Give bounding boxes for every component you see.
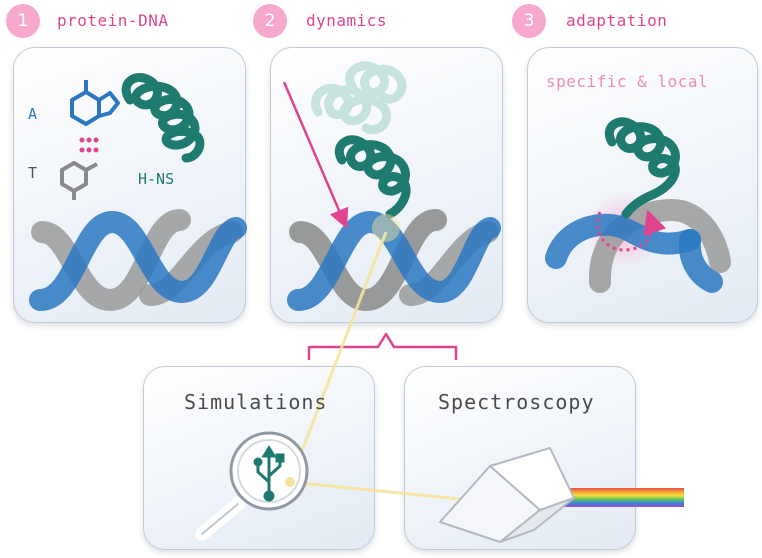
protein-coil-icon (121, 73, 205, 163)
adaptation-caption: specific & local (546, 72, 709, 91)
light-spot (285, 477, 295, 487)
dna-double-helix-icon-2 (287, 209, 501, 312)
step-1-label: protein-DNA (57, 11, 169, 30)
dna-bent-icon (545, 198, 731, 293)
protein-coil-icon-3 (605, 117, 680, 219)
step-3-badge: 3 (512, 4, 546, 38)
step-2-label: dynamics (306, 11, 388, 30)
rotation-arrow (596, 209, 667, 252)
base-t-label: T (28, 164, 38, 182)
binding-glow (372, 214, 400, 242)
dynamics-bracket (307, 332, 458, 360)
usb-icon (253, 445, 285, 502)
approach-arrow (282, 81, 349, 229)
prism-icon (439, 447, 575, 543)
base-a-icon (70, 80, 120, 126)
spectroscopy-title: Spectroscopy (438, 390, 595, 414)
step-3-label: adaptation (566, 11, 668, 30)
protein-coil-icon-2 (335, 135, 411, 219)
hydrogen-bond-dots (79, 137, 99, 153)
protein-ghost-icon (311, 61, 407, 135)
step-2-badge: 2 (253, 4, 287, 38)
base-t-icon (60, 161, 98, 200)
base-a-label: A (28, 105, 38, 123)
simulations-title: Simulations (184, 390, 328, 414)
dna-double-helix-icon (29, 209, 247, 312)
step-1-badge: 1 (6, 4, 40, 38)
protein-label: H-NS (138, 170, 175, 188)
